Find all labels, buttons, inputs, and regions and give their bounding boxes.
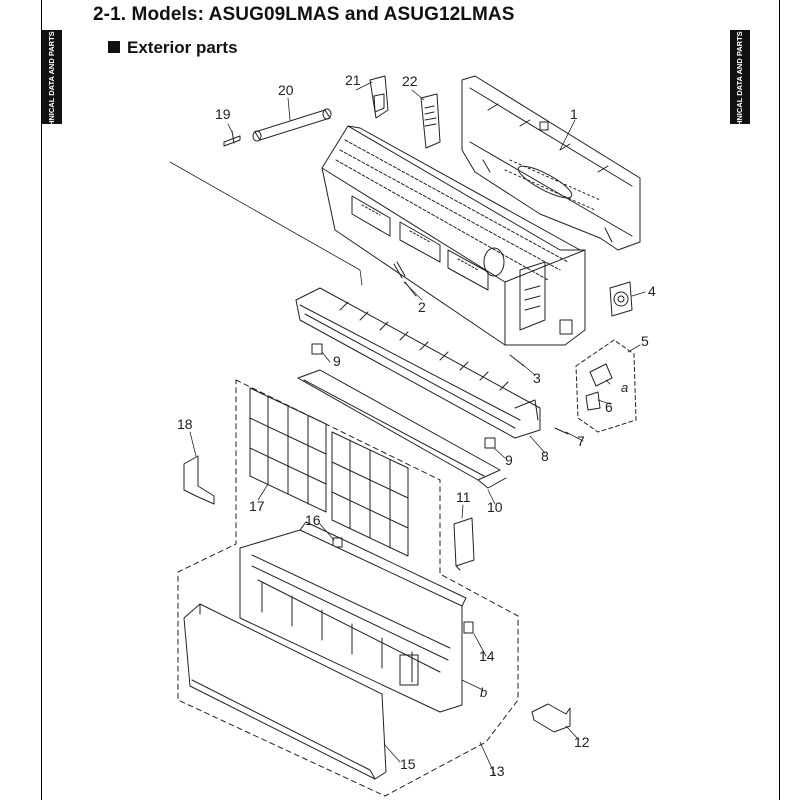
label-4: 4: [648, 283, 656, 299]
label-21: 21: [345, 72, 361, 88]
part-21-holder: [369, 75, 389, 119]
part-16-clip: [332, 537, 343, 548]
part-12-bracket: [531, 703, 571, 733]
part-9-clip-a: [311, 343, 323, 355]
part-5-region: [575, 339, 637, 433]
label-10: 10: [487, 499, 503, 515]
part-10-louver: [297, 369, 507, 489]
label-3: 3: [533, 370, 541, 386]
part-20-fan: [252, 108, 332, 142]
part-labels: 1 2 3 4 5 6 7 8 9 9 10 11 12 13 14 15 16…: [177, 72, 656, 779]
label-9b: 9: [505, 452, 513, 468]
label-15: 15: [400, 756, 416, 772]
label-13: 13: [489, 763, 505, 779]
label-17: 17: [249, 498, 265, 514]
label-16: 16: [305, 512, 321, 528]
panel-group-boundary: [177, 379, 519, 797]
page-frame: [41, 0, 780, 800]
part-15-front-panel: [183, 603, 387, 780]
leader-lines: [189, 81, 646, 776]
part-7-arrow: [554, 427, 569, 435]
label-6: 6: [605, 399, 613, 415]
part-14-screw: [463, 621, 474, 634]
label-8: 8: [541, 448, 549, 464]
side-tab-left: TECHNICAL DATA AND PARTS LIST: [42, 13, 62, 141]
label-14: 14: [479, 648, 495, 664]
label-2: 2: [418, 299, 426, 315]
part-mounting-plate: [461, 75, 641, 251]
square-bullet-icon: [108, 41, 120, 53]
label-22: 22: [402, 73, 418, 89]
part-22-remote: [420, 93, 441, 149]
part-18-bracket: [183, 455, 215, 505]
leader-line-19: [169, 161, 363, 286]
section-heading-label: Exterior parts: [127, 38, 238, 57]
label-1: 1: [570, 106, 578, 122]
part-19-shaft: [223, 130, 241, 147]
section-heading: Exterior parts: [108, 38, 238, 58]
part-11-part: [453, 517, 475, 571]
label-19: 19: [215, 106, 231, 122]
side-tab-right: TECHNICAL DATA AND PARTS LIST: [730, 13, 750, 141]
part-17-filter-right: [331, 431, 409, 557]
label-18: 18: [177, 416, 193, 432]
part-4-bracket: [609, 281, 633, 317]
page-title: 2-1. Models: ASUG09LMAS and ASUG12LMAS: [93, 4, 515, 25]
part-8-drain-pan: [295, 287, 541, 439]
label-12: 12: [574, 734, 590, 750]
label-5: 5: [641, 333, 649, 349]
part-9-clip-b: [484, 437, 496, 449]
label-7: 7: [577, 433, 585, 449]
part-main-chassis: [321, 125, 586, 346]
label-11: 11: [456, 489, 471, 505]
part-front-grille: [239, 521, 467, 713]
label-9a: 9: [333, 353, 341, 369]
label-20: 20: [278, 82, 294, 98]
label-a: a: [621, 380, 628, 395]
part-17-filter-left: [249, 387, 327, 513]
label-b: b: [480, 685, 487, 700]
